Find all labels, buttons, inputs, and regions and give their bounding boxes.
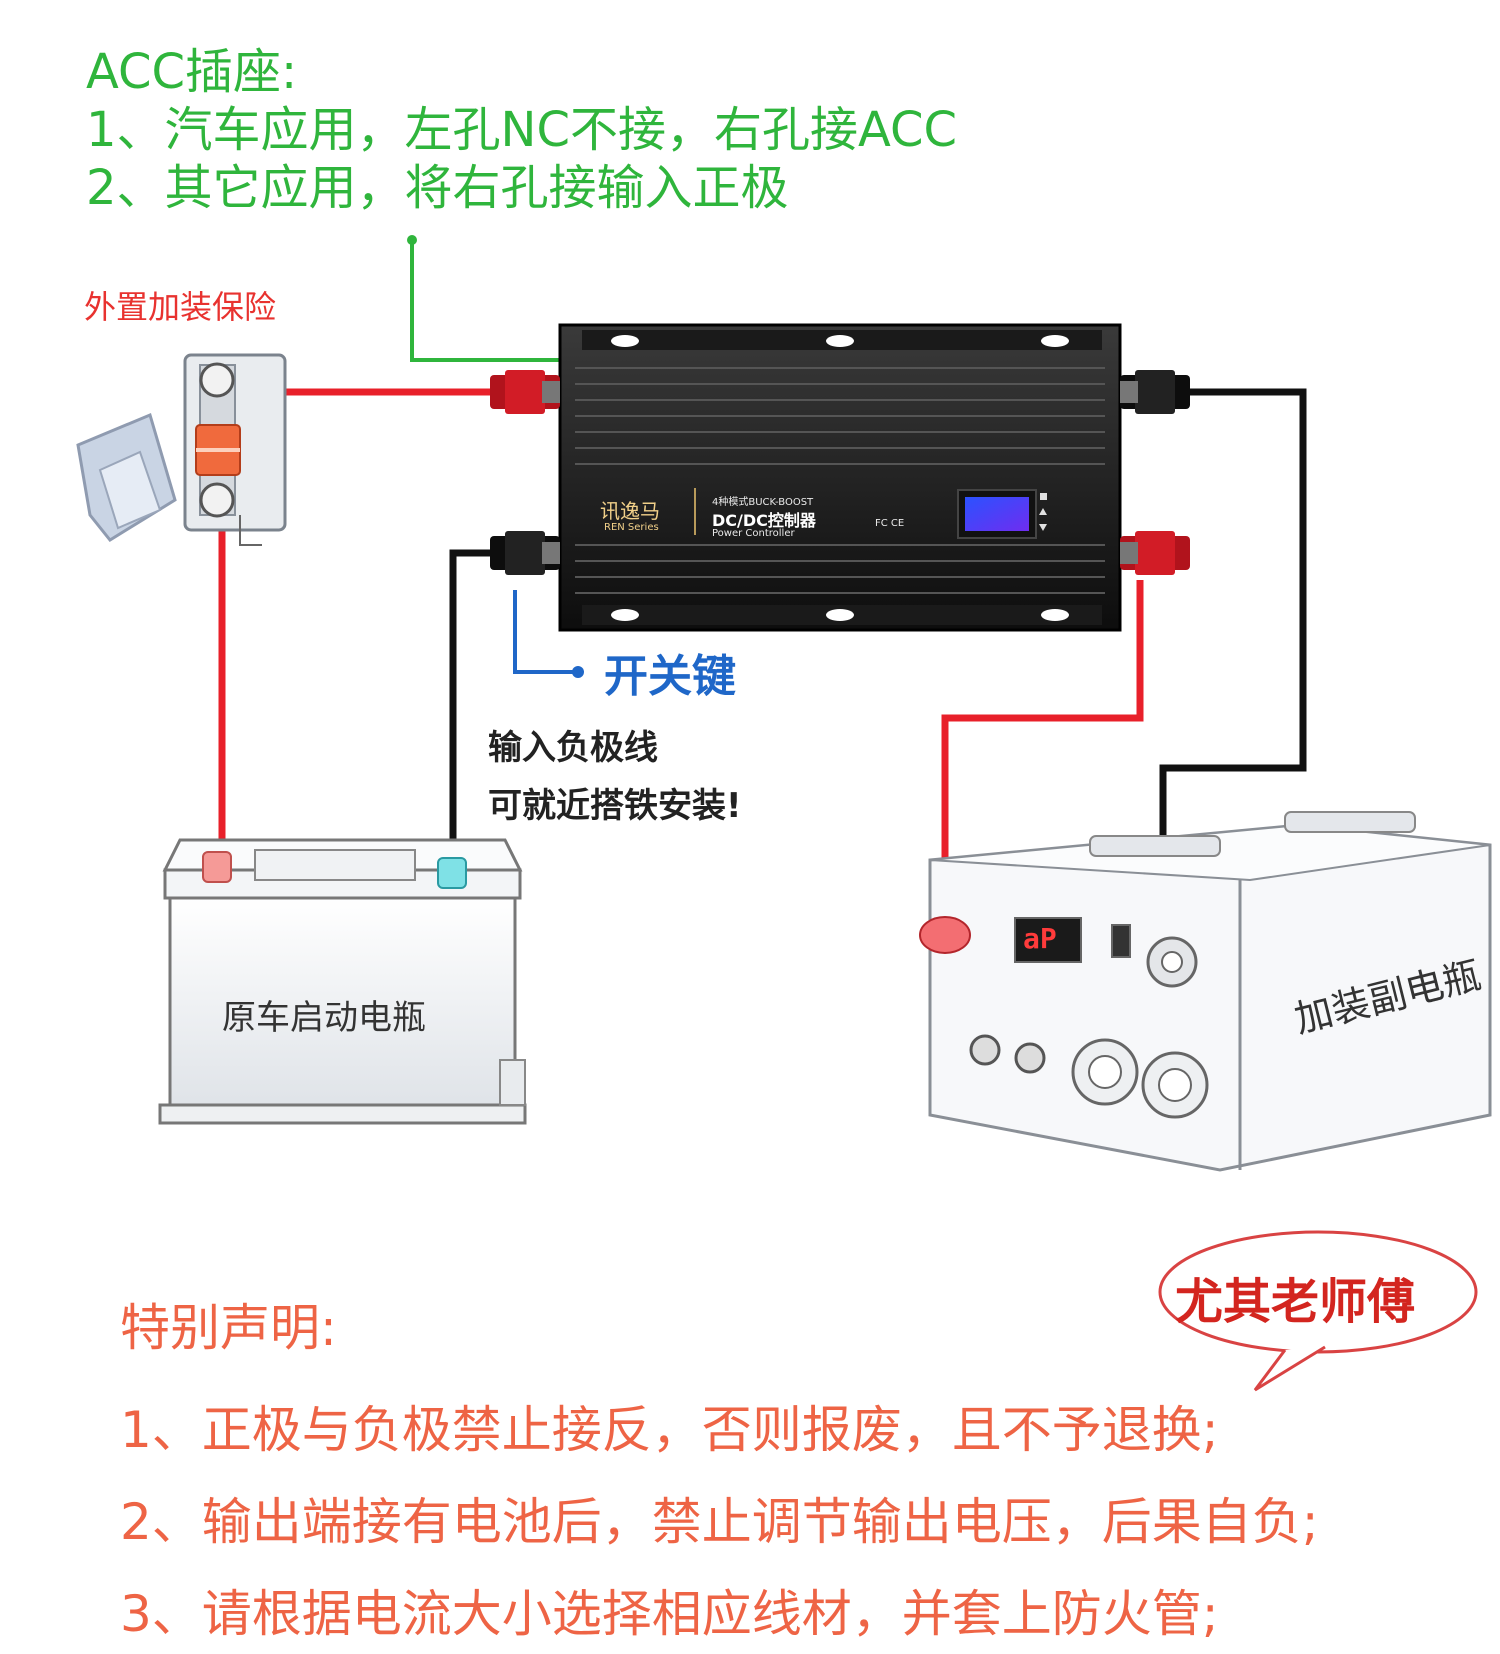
switch-label: 开关键 bbox=[604, 651, 736, 702]
auxiliary-battery-display: aP bbox=[1023, 922, 1057, 955]
input-negative-terminal bbox=[490, 531, 560, 575]
controller-sub: Power Controller bbox=[712, 528, 795, 539]
starter-battery-label: 原车启动电瓶 bbox=[222, 998, 426, 1038]
black-wire-output-negative bbox=[1159, 388, 1307, 930]
acc-instruction-2: 2、其它应用，将右孔接输入正极 bbox=[86, 160, 789, 216]
black-wire-input-negative bbox=[449, 549, 495, 858]
controller-brand: 讯逸马 bbox=[600, 499, 660, 523]
acc-title: ACC插座: bbox=[86, 44, 298, 100]
switch-leader-line bbox=[513, 590, 584, 678]
fuse-label: 外置加装保险 bbox=[84, 288, 277, 326]
controller-brand-sub: REN Series bbox=[604, 522, 659, 533]
auxiliary-battery bbox=[919, 811, 1492, 1172]
controller-certs: FC CE bbox=[875, 518, 905, 529]
output-positive-terminal bbox=[1120, 531, 1190, 575]
starter-battery bbox=[158, 838, 527, 1125]
fuse-icon bbox=[76, 353, 287, 546]
acc-instruction-1: 1、汽车应用，左孔NC不接，右孔接ACC bbox=[86, 102, 957, 158]
output-negative-terminal bbox=[1120, 370, 1190, 414]
notice-item-2: 2、输出端接有电池后，禁止调节输出电压，后果自负; bbox=[120, 1493, 1319, 1551]
notice-title: 特别声明: bbox=[120, 1299, 337, 1357]
notice-item-3: 3、请根据电流大小选择相应线材，并套上防火管; bbox=[120, 1585, 1219, 1643]
controller-type-line: 4种模式BUCK-BOOST bbox=[712, 497, 814, 508]
notice-item-1: 1、正极与负极禁止接反，否则报废，且不予退换; bbox=[120, 1401, 1219, 1459]
bubble-text: 尤其老师傅 bbox=[1175, 1274, 1416, 1330]
speech-bubble bbox=[1158, 1230, 1478, 1392]
negative-note-1: 输入负极线 bbox=[488, 728, 658, 768]
red-wire-output-positive bbox=[941, 580, 1144, 918]
acc-leader-line bbox=[407, 235, 560, 362]
negative-note-2: 可就近搭铁安装! bbox=[488, 786, 742, 826]
dcdc-controller bbox=[558, 323, 1122, 632]
controller-name: DC/DC控制器 bbox=[712, 511, 816, 530]
input-positive-terminal bbox=[490, 370, 560, 414]
controller-buttons bbox=[1039, 493, 1047, 531]
